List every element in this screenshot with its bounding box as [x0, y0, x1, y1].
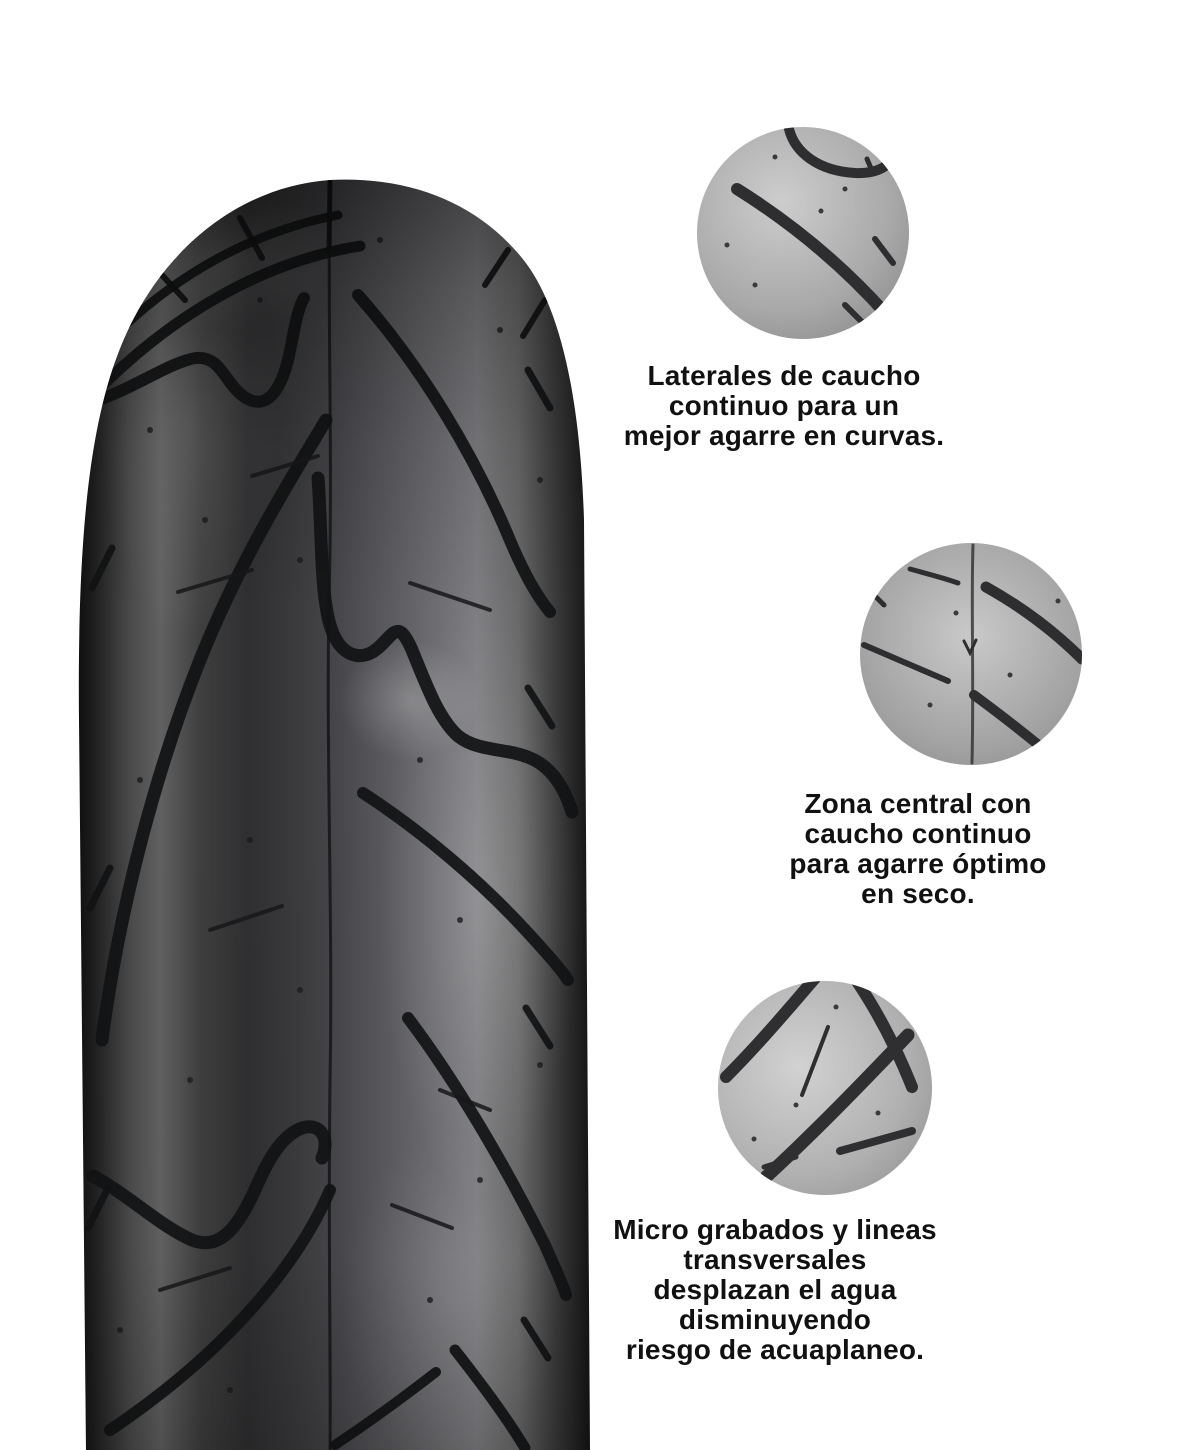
closeup-center-tread — [860, 543, 1082, 765]
caption-zona-central-line: en seco. — [861, 878, 975, 909]
caption-laterales-line: Laterales de caucho — [647, 360, 921, 391]
closeup-side-tread — [697, 127, 909, 339]
caption-micro-grabados-line: Micro grabados y lineas — [613, 1214, 937, 1245]
caption-zona-central-line: para agarre óptimo — [789, 848, 1047, 879]
caption-laterales-line: mejor agarre en curvas. — [623, 420, 945, 451]
closeup-3-dimples — [751, 1004, 881, 1142]
caption-laterales-line: continuo para un — [668, 390, 900, 421]
caption-micro-grabados-line: riesgo de acuaplaneo. — [625, 1334, 925, 1365]
closeup-1-dimples — [724, 154, 848, 288]
caption-micro-grabados-line: disminuyendo — [678, 1304, 872, 1335]
caption-zona-central-line: Zona central con — [804, 788, 1032, 819]
caption-micro-grabados-line: desplazan el agua — [653, 1274, 897, 1305]
closeup-2-dimples — [927, 598, 1061, 708]
tire-shading — [78, 179, 591, 1450]
caption-zona-central-line: caucho continuo — [804, 818, 1032, 849]
closeup-grooves-tread — [718, 981, 932, 1195]
caption-laterales: Laterales de caucho continuo para un mej… — [584, 361, 984, 451]
caption-micro-grabados-line: transversales — [683, 1244, 867, 1275]
caption-zona-central: Zona central con caucho continuo para ag… — [718, 789, 1118, 909]
caption-micro-grabados: Micro grabados y lineas transversales de… — [563, 1215, 987, 1365]
